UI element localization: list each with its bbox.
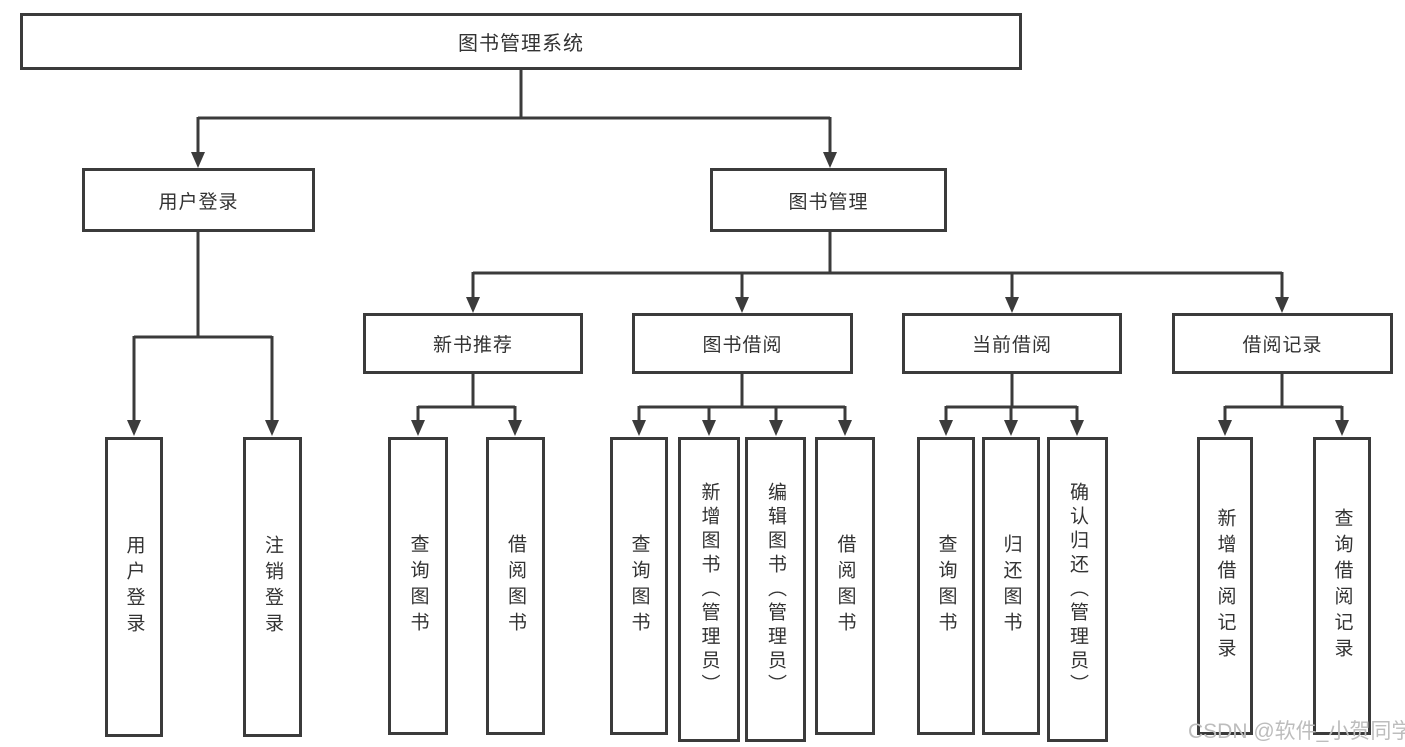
leaf-logout: 注销登录 <box>243 437 302 737</box>
leaf-edit-books-admin: 编辑图书（管理员） <box>745 437 806 742</box>
node-new-book-recommend-label: 新书推荐 <box>432 335 513 356</box>
leaf-logout-label: 注销登录 <box>262 535 283 639</box>
csdn-watermark: CSDN @软件_小贺同学 <box>1188 720 1405 743</box>
node-book-borrow: 图书借阅 <box>632 313 853 374</box>
node-user-login: 用户登录 <box>82 168 315 232</box>
leaf-query-books-borrow: 查询图书 <box>610 437 668 735</box>
leaf-query-books-current-label: 查询图书 <box>935 534 957 638</box>
leaf-query-borrow-record-label: 查询借阅记录 <box>1331 508 1353 664</box>
node-new-book-recommend: 新书推荐 <box>363 313 583 374</box>
leaf-borrow-books: 借阅图书 <box>815 437 875 735</box>
node-user-login-label: 用户登录 <box>158 191 239 213</box>
node-book-management: 图书管理 <box>710 168 947 232</box>
leaf-add-borrow-record-label: 新增借阅记录 <box>1214 508 1236 664</box>
leaf-edit-books-admin-label: 编辑图书（管理员） <box>765 481 786 698</box>
leaf-borrow-books-recommend-label: 借阅图书 <box>505 534 526 638</box>
leaf-add-borrow-record: 新增借阅记录 <box>1197 437 1253 735</box>
node-root-system: 图书管理系统 <box>20 13 1022 70</box>
node-current-borrow: 当前借阅 <box>902 313 1122 374</box>
node-borrow-records-label: 借阅记录 <box>1242 335 1323 356</box>
leaf-add-books-admin: 新增图书（管理员） <box>678 437 740 742</box>
leaf-borrow-books-label: 借阅图书 <box>834 534 856 638</box>
leaf-query-books-recommend-label: 查询图书 <box>407 534 429 638</box>
leaf-query-books-current: 查询图书 <box>917 437 975 735</box>
leaf-return-books: 归还图书 <box>982 437 1040 735</box>
leaf-query-books-recommend: 查询图书 <box>388 437 448 735</box>
node-current-borrow-label: 当前借阅 <box>971 335 1052 356</box>
node-borrow-records: 借阅记录 <box>1172 313 1393 374</box>
node-book-borrow-label: 图书借阅 <box>702 335 783 356</box>
node-book-management-label: 图书管理 <box>788 191 869 213</box>
leaf-confirm-return-admin-label: 确认归还（管理员） <box>1067 481 1088 698</box>
leaf-user-login-label: 用户登录 <box>123 535 145 639</box>
leaf-user-login: 用户登录 <box>105 437 163 737</box>
leaf-return-books-label: 归还图书 <box>1000 534 1022 638</box>
leaf-query-books-borrow-label: 查询图书 <box>628 534 650 638</box>
leaf-confirm-return-admin: 确认归还（管理员） <box>1047 437 1108 742</box>
leaf-query-borrow-record: 查询借阅记录 <box>1313 437 1371 735</box>
leaf-borrow-books-recommend: 借阅图书 <box>486 437 545 735</box>
node-root-label: 图书管理系统 <box>458 33 584 55</box>
leaf-add-books-admin-label: 新增图书（管理员） <box>698 481 720 698</box>
